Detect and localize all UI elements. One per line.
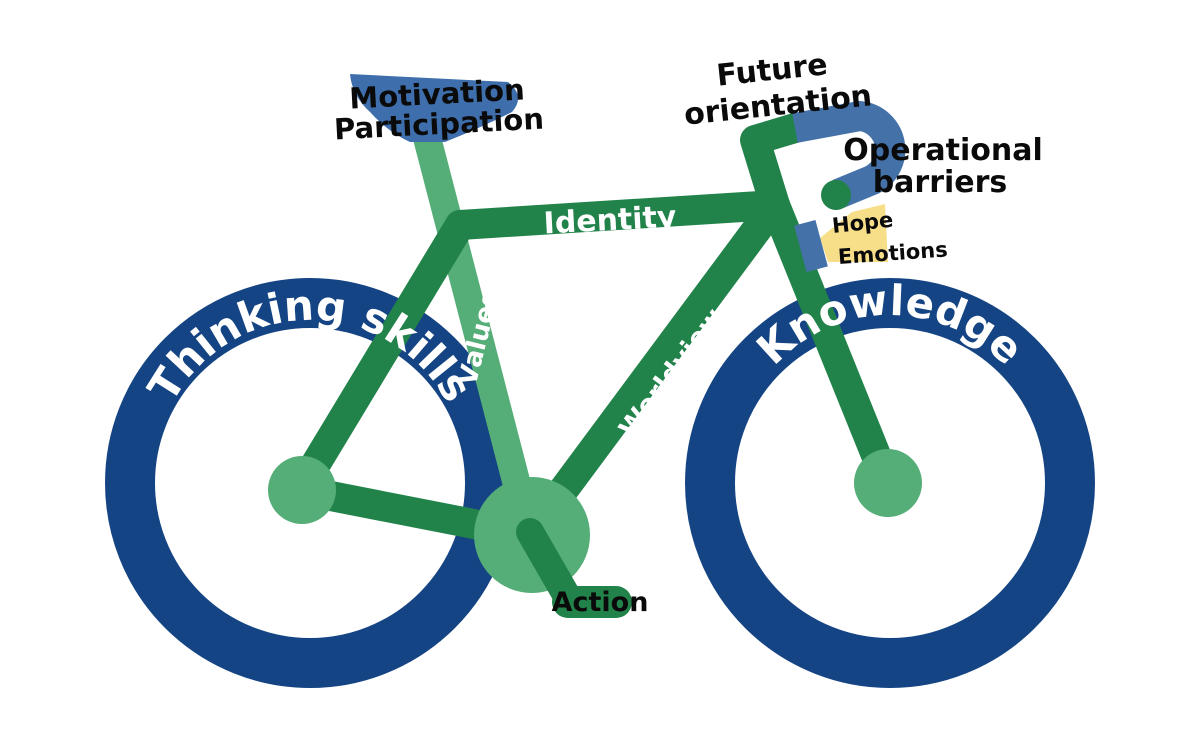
front-wheel [685,278,1095,688]
barriers-label: barriers [873,165,1008,200]
action-label: Action [552,587,649,618]
fork [760,190,895,480]
brake-clamp [794,219,828,273]
seat [350,74,519,142]
head-stem [740,113,810,220]
top-tube [445,190,790,240]
seat-post [411,116,544,549]
pedal [552,586,632,618]
front-hub [854,449,922,517]
identity-label: Identity [543,200,678,242]
handlebar [792,101,906,208]
down-tube [515,190,790,550]
handlebar-end [821,180,851,210]
rear-wheel [105,278,515,688]
rear-hub [268,456,336,524]
brake-lever [820,204,888,262]
operational-label: Operational [843,133,1042,168]
seat-stay [285,210,475,505]
crank-arm [516,518,582,612]
